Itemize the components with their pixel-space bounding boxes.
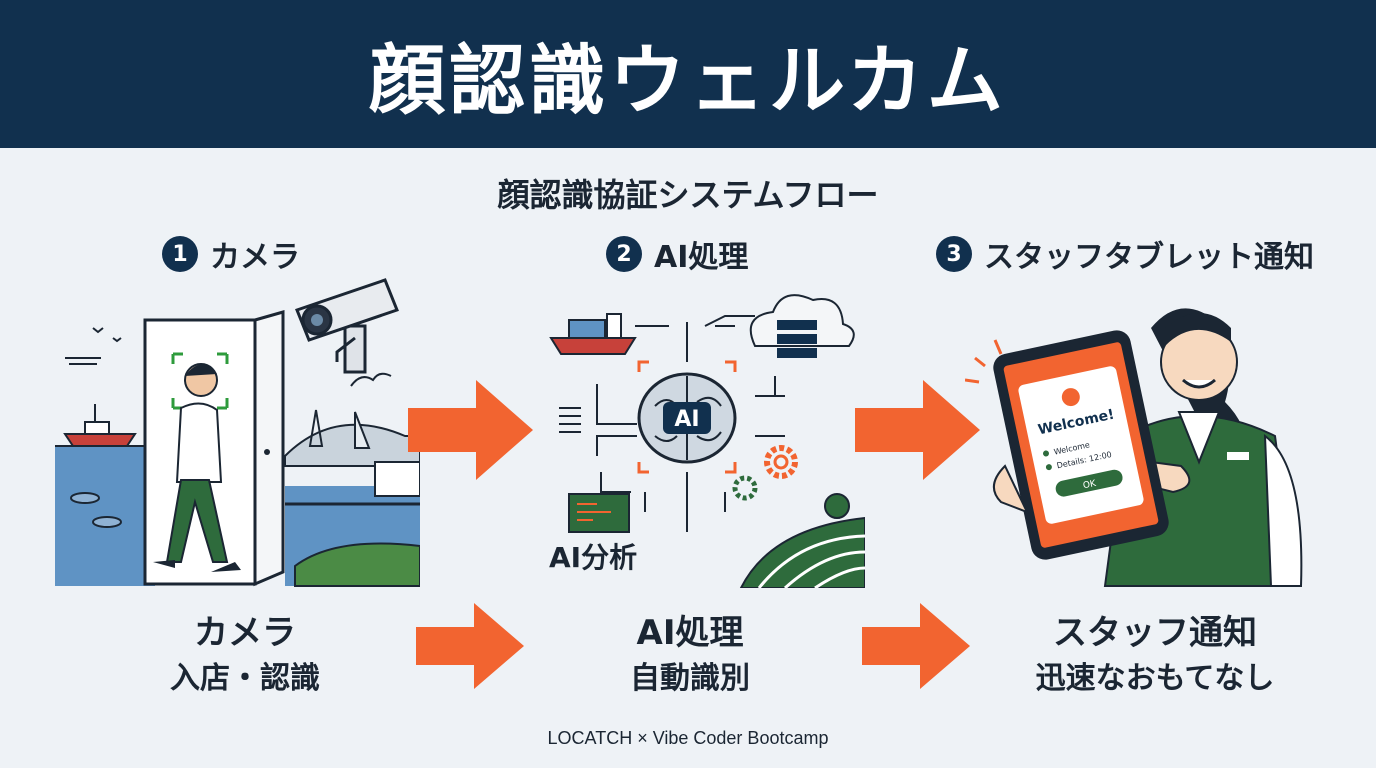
farmland-icon [739, 493, 865, 588]
boat-icon [63, 404, 137, 447]
ai-analysis-label: AI分析 [549, 541, 638, 574]
step-2-number: 2 [606, 236, 642, 272]
sailboat [354, 411, 371, 449]
hills [284, 423, 420, 467]
step-3-title: スタッフタブレット通知 [984, 240, 1314, 275]
fish-icon [70, 492, 122, 528]
customer-figure [153, 363, 241, 572]
step-3-caption: スタッフ通知 迅速なおもてなし [1010, 610, 1300, 702]
ship-icon [549, 313, 637, 355]
step-2-caption: AI処理 自動識別 [590, 610, 790, 702]
security-camera-icon [295, 278, 399, 374]
step-1-caption-line1: カメラ [194, 613, 296, 653]
open-door [253, 310, 285, 587]
cloud-server-icon [749, 294, 855, 358]
step-3-caption-line2: 迅速なおもてなし [1035, 661, 1275, 696]
step-1-caption-line2: 入店・認識 [170, 661, 320, 696]
tablet-icon: Welcome! Welcome Details: 12:00 OK [993, 330, 1169, 560]
page-title: 顔認識ウェルカム [369, 36, 1007, 125]
sea [55, 446, 155, 586]
gear-icon [732, 445, 798, 501]
flow-arrow-2-top [855, 380, 980, 480]
tablet-ok-button[interactable] [1054, 468, 1124, 498]
bird-icon [92, 327, 122, 343]
step-2-caption-line2: 自動識別 [630, 661, 750, 696]
step-3-caption-line1: スタッフ通知 [1053, 613, 1257, 653]
step-2-title: AI処理 [654, 240, 749, 275]
step-2-caption-line1: AI処理 [636, 613, 744, 653]
alert-marks [965, 339, 1003, 384]
brain-label: AI [674, 407, 699, 432]
step-3-number: 3 [936, 236, 972, 272]
connector-arrows [596, 315, 785, 532]
footer-credit: LOCATCH × Vibe Coder Bootcamp [547, 728, 829, 748]
cloud-lines [65, 357, 101, 365]
code-window-icon [568, 493, 630, 533]
flow-arrow-2-bottom [862, 603, 970, 689]
staff-tablet-illustration: Welcome! Welcome Details: 12:00 OK [965, 308, 1303, 587]
step-2-header: 2 AI処理 [606, 234, 749, 275]
brain-icon: AI [637, 372, 737, 464]
step-1-header: 1 カメラ [162, 234, 300, 275]
camera-scene-illustration [55, 278, 420, 587]
step-1-title: カメラ [210, 240, 300, 275]
step-1-number: 1 [162, 236, 198, 272]
greenery [294, 542, 420, 587]
step-3-header: 3 スタッフタブレット通知 [936, 234, 1314, 275]
face-detection-frame [171, 352, 229, 410]
list-lines-icon [559, 407, 581, 433]
ai-processing-illustration: AI [549, 294, 865, 588]
tablet-ok-label: OK [1082, 479, 1098, 492]
focus-corners [637, 360, 737, 474]
flow-subtitle: 顔認識協証システムフロー [497, 176, 879, 214]
flow-arrow-1-bottom [416, 603, 524, 689]
warehouse [374, 461, 420, 497]
header-banner: 顔認識ウェルカム [0, 0, 1376, 148]
cloud-outline [350, 372, 392, 387]
staff-left-hand [993, 464, 1029, 514]
step-1-caption: カメラ 入店・認識 [145, 610, 345, 702]
radio-tower [308, 409, 324, 447]
flow-arrow-1-top [408, 380, 533, 480]
